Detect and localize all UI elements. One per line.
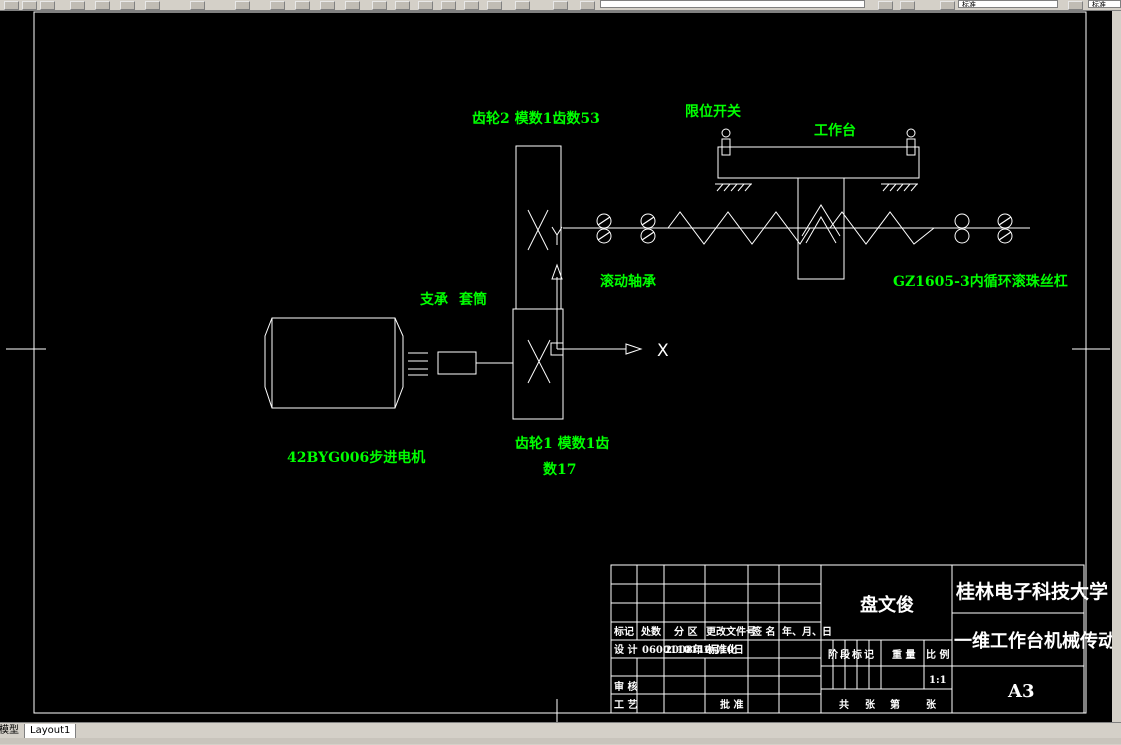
tb-approve: 批 准: [720, 698, 743, 711]
redo-icon[interactable]: [235, 1, 250, 10]
text-style-dropdown[interactable]: 标准: [958, 0, 1058, 8]
tb-sheets-unit: 张: [865, 698, 876, 711]
text-style-icon[interactable]: [940, 1, 955, 10]
tb-docno: 更改文件号: [706, 625, 756, 638]
pan-icon[interactable]: [270, 1, 285, 10]
save-icon[interactable]: [40, 1, 55, 10]
title-block-grid: [610, 564, 1085, 714]
tb-process: 工 艺: [614, 698, 637, 711]
tb-scale-value: 1:1: [929, 675, 947, 686]
ball-screw-thread: [667, 211, 935, 245]
help-icon[interactable]: [515, 1, 530, 10]
tb-date: 年、月、日: [782, 625, 832, 638]
properties-icon[interactable]: [372, 1, 387, 10]
support-label: 支承: [419, 291, 448, 308]
tb-standard: 标准化: [706, 643, 737, 656]
tb-design-id: 0600110110: [642, 645, 712, 656]
drawing-canvas[interactable]: 齿轮2 模数1齿数53 限位开关 工作台 滚动轴承 GZ1605-3内循环滚珠丝…: [0, 11, 1112, 722]
new-icon[interactable]: [4, 1, 19, 10]
cut-icon[interactable]: [120, 1, 135, 10]
motor-label: 42BYG006步进电机: [287, 449, 425, 466]
preview-icon[interactable]: [95, 1, 110, 10]
tab-layout1[interactable]: Layout1: [24, 724, 77, 739]
print-icon[interactable]: [70, 1, 85, 10]
zoom-previous-icon[interactable]: [345, 1, 360, 10]
open-icon[interactable]: [22, 1, 37, 10]
drawing-border: [33, 11, 1087, 714]
sleeve: [437, 351, 477, 375]
layer-dropdown[interactable]: [600, 0, 865, 8]
tb-design-date: 2008年1月10日: [665, 643, 744, 656]
limit-switch-label: 限位开关: [685, 103, 741, 120]
limit-switch-left: [721, 128, 731, 156]
tb-mark: 标记: [613, 625, 634, 638]
dim-style-dropdown[interactable]: 标准: [1088, 0, 1121, 8]
tb-review: 审 核: [614, 680, 637, 693]
bearing-hatching-right: [998, 216, 1012, 241]
make-current-icon[interactable]: [900, 1, 915, 10]
motor-shaft: [408, 352, 428, 376]
rolling-bearing-right: [954, 213, 1013, 244]
sleeve-label: 套筒: [459, 291, 487, 308]
tb-weight: 重 量: [892, 648, 915, 661]
tb-count: 处数: [640, 625, 662, 638]
gear1-label-line1: 齿轮1 模数1齿: [515, 435, 609, 452]
undo-icon[interactable]: [190, 1, 205, 10]
toolbar: 标准 标准: [0, 0, 1121, 11]
tb-sheet-no: 第: [890, 698, 900, 711]
worktable: [717, 146, 920, 179]
bearing-label: 滚动轴承: [600, 273, 656, 290]
tb-sheets-total: 共: [839, 698, 849, 711]
tb-scale: 比 例: [926, 648, 949, 661]
gear2-label: 齿轮2 模数1齿数53: [472, 110, 600, 127]
tab-model[interactable]: 模型: [0, 725, 19, 736]
tb-drawing-title: 一维工作台机械传动部分: [954, 630, 1112, 652]
ground-hatch-right: [881, 183, 918, 192]
tb-university: 桂林电子科技大学: [955, 580, 1108, 603]
zoom-window-icon[interactable]: [320, 1, 335, 10]
copy-icon[interactable]: [145, 1, 160, 10]
limit-switch-right: [906, 128, 916, 156]
tool-palette-icon[interactable]: [418, 1, 433, 10]
calculator-icon[interactable]: [487, 1, 502, 10]
ballscrew-label: GZ1605-3内循环滚珠丝杠: [893, 273, 1068, 290]
horizontal-scrollbar[interactable]: [0, 738, 1121, 744]
sheet-set-icon[interactable]: [441, 1, 456, 10]
rolling-bearing-left: [596, 213, 656, 244]
markup-icon[interactable]: [464, 1, 479, 10]
axis-x-label: X: [657, 341, 669, 361]
tb-sheet-unit: 张: [926, 698, 937, 711]
ground-hatch-left: [715, 183, 752, 192]
gear1-label-line2: 数17: [543, 461, 576, 478]
design-center-icon[interactable]: [395, 1, 410, 10]
tb-sign: 签 名: [751, 625, 775, 638]
tb-zone: 分 区: [674, 625, 697, 638]
tb-designer: 盘文俊: [860, 594, 914, 616]
bearing-hatching-left: [597, 216, 655, 241]
layer-state-icon[interactable]: [580, 1, 595, 10]
tb-design: 设 计: [614, 643, 637, 656]
tb-stage-mark: 阶段标记: [828, 648, 876, 661]
layer-manager-icon[interactable]: [553, 1, 568, 10]
ucs-icon: [550, 226, 643, 356]
layer-previous-icon[interactable]: [878, 1, 893, 10]
zoom-realtime-icon[interactable]: [295, 1, 310, 10]
gear-2: [515, 145, 562, 310]
tb-paper-size: A3: [1007, 681, 1035, 702]
dim-style-icon[interactable]: [1068, 1, 1083, 10]
vertical-scrollbar[interactable]: [1112, 11, 1121, 722]
gear-1: [512, 308, 564, 420]
worktable-label: 工作台: [814, 122, 856, 139]
stepper-motor: [264, 317, 404, 409]
